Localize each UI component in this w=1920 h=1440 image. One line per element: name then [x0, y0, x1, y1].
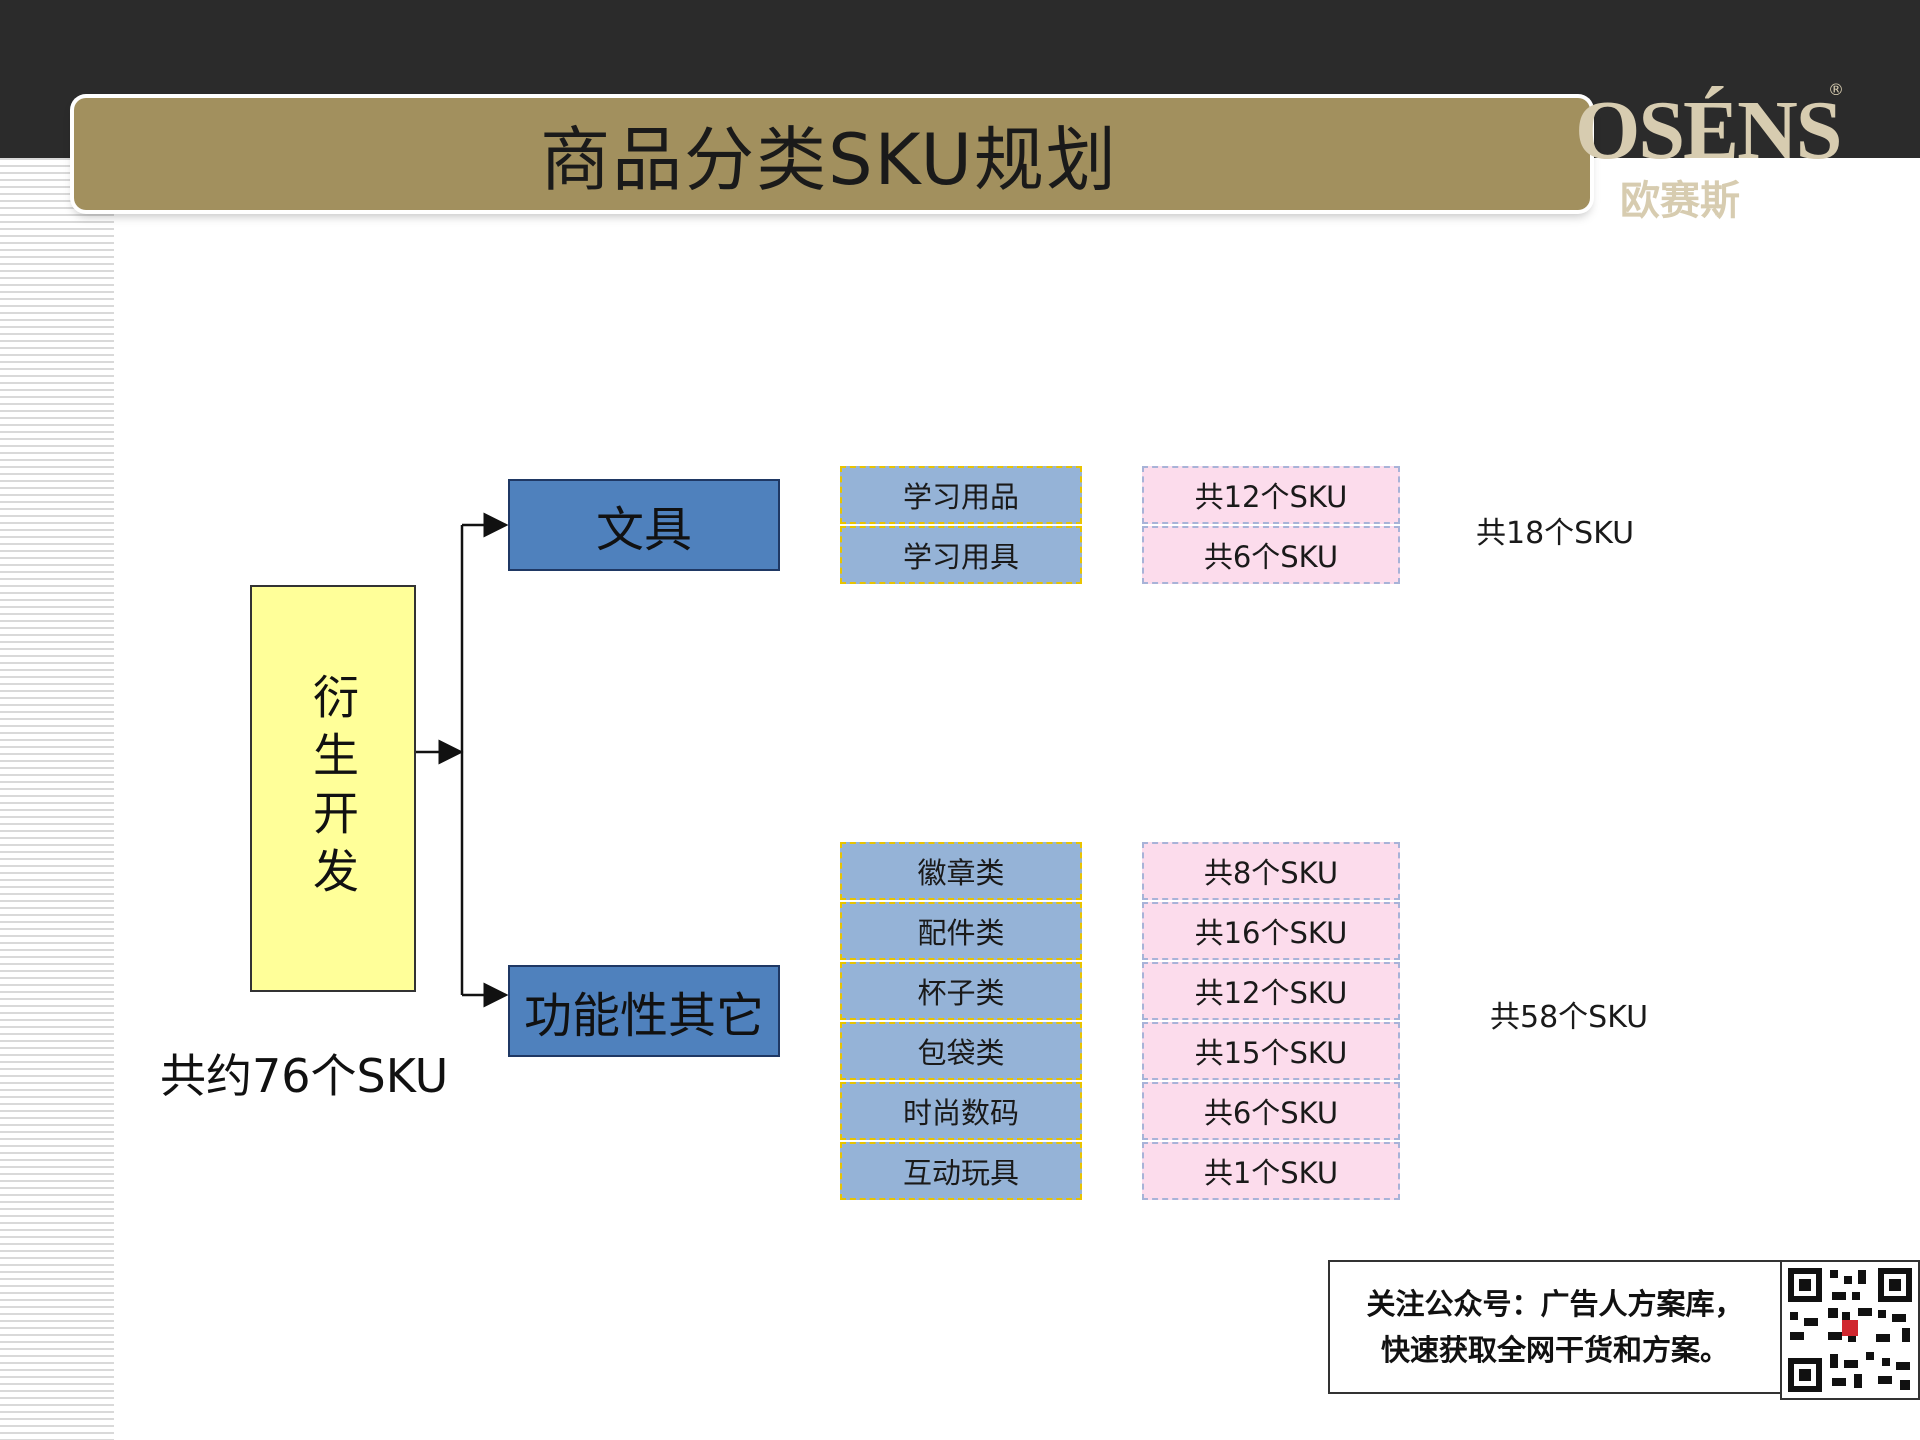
brand-logo-wordmark: OSÉNS — [1575, 84, 1842, 177]
overall-sku-total: 共约76个SKU — [160, 1049, 449, 1103]
sku-count-cell: 共6个SKU — [1142, 1082, 1400, 1140]
branch-node-stationery: 文具 — [508, 479, 780, 571]
slide-title: 商品分类SKU规划 — [540, 118, 1118, 201]
sku-count-cell: 共1个SKU — [1142, 1142, 1400, 1200]
branch-sku-subtotal: 共18个SKU — [1476, 516, 1635, 551]
category-cell: 杯子类 — [840, 962, 1082, 1020]
branch-sku-subtotal: 共58个SKU — [1490, 1000, 1649, 1035]
category-cell: 配件类 — [840, 902, 1082, 960]
title-bar: 商品分类SKU规划 — [74, 98, 1590, 210]
registered-mark: ® — [1828, 80, 1844, 99]
category-cell: 徽章类 — [840, 842, 1082, 900]
root-node-derivative-development: 衍生开发 — [250, 585, 416, 992]
sku-count-cell: 共12个SKU — [1142, 466, 1400, 524]
promo-line-1: 关注公众号：广告人方案库， — [1366, 1287, 1744, 1321]
sku-count-cell: 共15个SKU — [1142, 1022, 1400, 1080]
left-striped-margin — [0, 158, 114, 1440]
promo-line-2: 快速获取全网干货和方案。 — [1380, 1333, 1729, 1367]
brand-logo-chinese: 欧赛斯 — [1620, 178, 1740, 224]
sku-count-cell: 共6个SKU — [1142, 526, 1400, 584]
sku-count-cell: 共12个SKU — [1142, 962, 1400, 1020]
category-cell: 包袋类 — [840, 1022, 1082, 1080]
category-cell: 时尚数码 — [840, 1082, 1082, 1140]
category-cell: 互动玩具 — [840, 1142, 1082, 1200]
root-node-label: 衍生开发 — [306, 672, 360, 905]
qr-code-icon — [1780, 1260, 1920, 1400]
sku-count-cell: 共16个SKU — [1142, 902, 1400, 960]
sku-count-cell: 共8个SKU — [1142, 842, 1400, 900]
category-cell: 学习用品 — [840, 466, 1082, 524]
promo-footer-box: 关注公众号：广告人方案库， 快速获取全网干货和方案。 — [1328, 1260, 1782, 1394]
category-cell: 学习用具 — [840, 526, 1082, 584]
branch-node-functional-other: 功能性其它 — [508, 965, 780, 1057]
